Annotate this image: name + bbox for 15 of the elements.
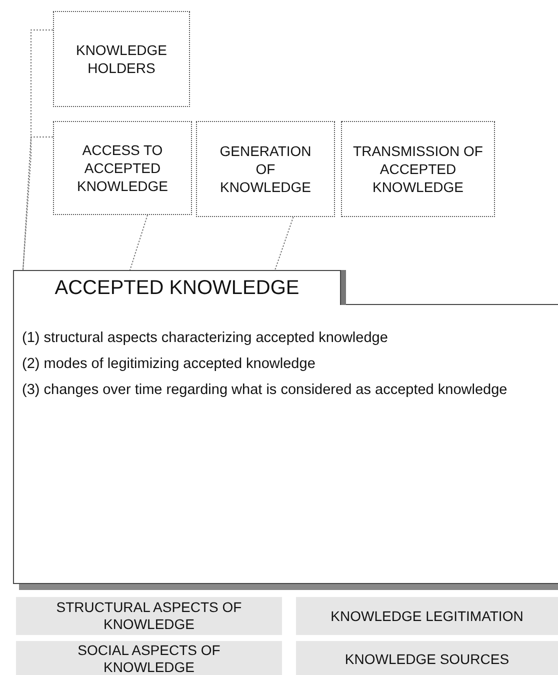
label-box: STRUCTURAL ASPECTS OF KNOWLEDGE (16, 597, 282, 635)
dotted-box: ACCESS TO ACCEPTED KNOWLEDGE (53, 121, 192, 215)
dotted-box: GENERATION OF KNOWLEDGE (196, 121, 335, 217)
label-box: SOCIAL ASPECTS OF KNOWLEDGE (16, 641, 282, 675)
connector-line (274, 216, 294, 270)
list-item: (2) modes of legitimizing accepted knowledge (22, 355, 316, 374)
list-item: (3) changes over time regarding what is considered as accepted knowledge (22, 381, 508, 400)
connector-line (22, 30, 54, 270)
dotted-box: TRANSMISSION OF ACCEPTED KNOWLEDGE (341, 121, 495, 217)
connector-line (130, 214, 148, 270)
dotted-box: KNOWLEDGE HOLDERS (53, 11, 190, 107)
label-box: KNOWLEDGE LEGITIMATION (296, 597, 558, 635)
label-box: KNOWLEDGE SOURCES (296, 641, 558, 675)
connector-line (22, 136, 54, 270)
list-item: (1) structural aspects characterizing accepted knowledge (22, 329, 389, 348)
